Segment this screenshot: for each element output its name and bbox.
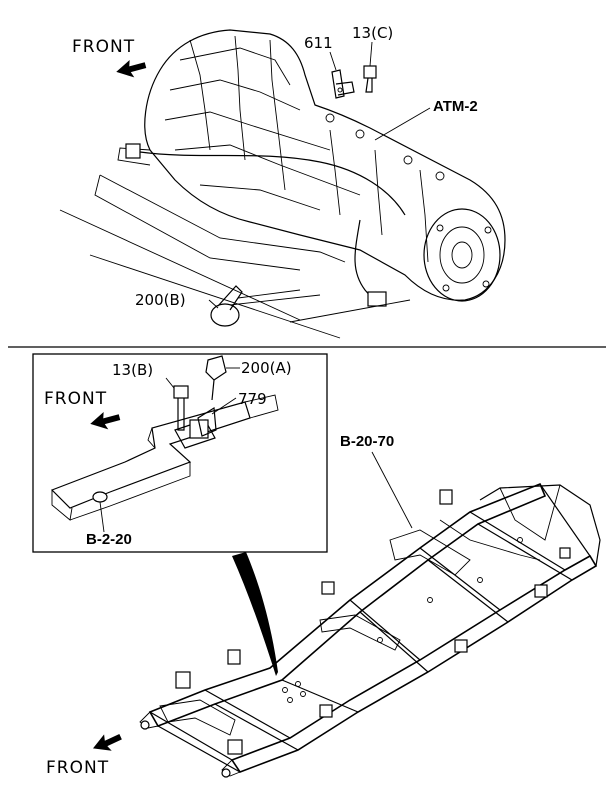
front-arrow-inset [90, 412, 121, 430]
part-779-label: 779 [238, 390, 267, 408]
ref-b2070-label: B-20-70 [340, 433, 394, 450]
front-arrow-top [116, 60, 147, 78]
chassis-frame-illustration [139, 482, 601, 778]
transmission-illustration [59, 29, 506, 339]
part-13b-label: 13(B) [112, 361, 153, 379]
leader-b2070 [371, 451, 413, 529]
clip-200b [208, 285, 301, 327]
ref-b220-label: B-2-20 [86, 531, 132, 548]
leader-atm2 [374, 107, 431, 141]
bolt-13c [363, 41, 377, 93]
front-label-bottom: FRONT [46, 758, 109, 778]
inset-pointer [232, 552, 278, 676]
part-611-label: 611 [304, 34, 333, 52]
inset-clip-200a [205, 355, 240, 401]
front-arrow-bottom [92, 733, 122, 751]
front-label-inset: FRONT [44, 389, 107, 409]
part-200a-label: 200(A) [241, 359, 292, 377]
inset-bolt-13b [165, 377, 189, 431]
leader-b220 [99, 501, 105, 533]
ref-atm2-label: ATM-2 [433, 98, 478, 115]
part-200b-label: 200(B) [135, 291, 186, 309]
front-label-top: FRONT [72, 37, 135, 57]
inset-part-779 [197, 397, 237, 437]
bracket-611 [329, 51, 355, 99]
part-13c-label: 13(C) [352, 24, 393, 42]
